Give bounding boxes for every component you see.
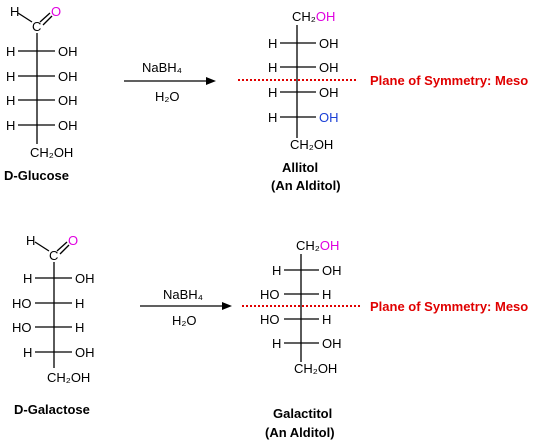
row3-right: H	[75, 320, 84, 335]
row1-left: H	[23, 271, 32, 286]
row3-right: OH	[58, 93, 78, 108]
row4-right: OH	[75, 345, 95, 360]
carbonyl-oxygen: O	[68, 233, 78, 248]
reagent-nabh4: NaBH₄	[163, 287, 203, 302]
row1-left: H	[268, 36, 277, 51]
row3-left: H	[6, 93, 15, 108]
row4-left: H	[268, 110, 277, 125]
row2-right: H	[75, 296, 84, 311]
d-galactose-structure: H C O H OH HO H HO H H OH CH₂OH	[12, 233, 95, 385]
symmetry-label-1: Plane of Symmetry: Meso	[370, 73, 528, 88]
bottom-ch2oh: CH₂OH	[294, 361, 337, 376]
row2-left: H	[268, 60, 277, 75]
symmetry-label-2: Plane of Symmetry: Meso	[370, 299, 528, 314]
row2-right: OH	[58, 69, 78, 84]
row4-right: OH	[322, 336, 342, 351]
allitol-structure: CH₂OH H OH H OH H OH H OH CH₂OH	[268, 9, 339, 152]
reactant-name-galactose: D-Galactose	[14, 402, 90, 417]
row1-left: H	[272, 263, 281, 278]
reactant-name-glucose: D-Glucose	[4, 168, 69, 183]
reaction-arrow-1: NaBH₄ H₂O	[124, 60, 216, 104]
row2-left: HO	[260, 287, 280, 302]
aldehyde-h: H	[10, 4, 19, 19]
row2-left: H	[6, 69, 15, 84]
bottom-ch2oh: CH₂OH	[290, 137, 333, 152]
row1-right: OH	[58, 44, 78, 59]
product-name-galactitol: Galactitol	[273, 406, 332, 421]
bottom-ch2oh: CH₂OH	[30, 145, 73, 160]
row3-left: HO	[260, 312, 280, 327]
row3-right: H	[322, 312, 331, 327]
aldehyde-c: C	[32, 19, 41, 34]
row1-left: H	[6, 44, 15, 59]
product-name-allitol: Allitol	[282, 160, 318, 175]
reagent-h2o: H₂O	[172, 313, 197, 328]
carbonyl-oxygen: O	[51, 4, 61, 19]
row4-left: H	[6, 118, 15, 133]
row3-left: HO	[12, 320, 32, 335]
aldehyde-c: C	[49, 248, 58, 263]
product-subtitle-1: (An Alditol)	[271, 178, 341, 193]
row1-right: OH	[75, 271, 95, 286]
row1-right: OH	[319, 36, 339, 51]
reagent-h2o: H₂O	[155, 89, 180, 104]
d-glucose-structure: H C O H OH H OH H OH H OH CH₂OH	[6, 4, 78, 160]
top-group: CH₂OH	[296, 238, 339, 253]
row2-right: H	[322, 287, 331, 302]
bottom-ch2oh: CH₂OH	[47, 370, 90, 385]
row2-left: HO	[12, 296, 32, 311]
reaction-arrow-2: NaBH₄ H₂O	[140, 287, 232, 328]
galactitol-structure: CH₂OH H OH HO H HO H H OH CH₂OH	[260, 238, 342, 376]
row1-right: OH	[322, 263, 342, 278]
row4-left: H	[272, 336, 281, 351]
row2-right: OH	[319, 60, 339, 75]
row4-right: OH	[58, 118, 78, 133]
row4-right-oh: OH	[319, 110, 339, 125]
row3-right: OH	[319, 85, 339, 100]
row4-left: H	[23, 345, 32, 360]
top-group: CH₂OH	[292, 9, 335, 24]
product-subtitle-2: (An Alditol)	[265, 425, 335, 440]
aldehyde-h: H	[26, 233, 35, 248]
row3-left: H	[268, 85, 277, 100]
reagent-nabh4: NaBH₄	[142, 60, 182, 75]
